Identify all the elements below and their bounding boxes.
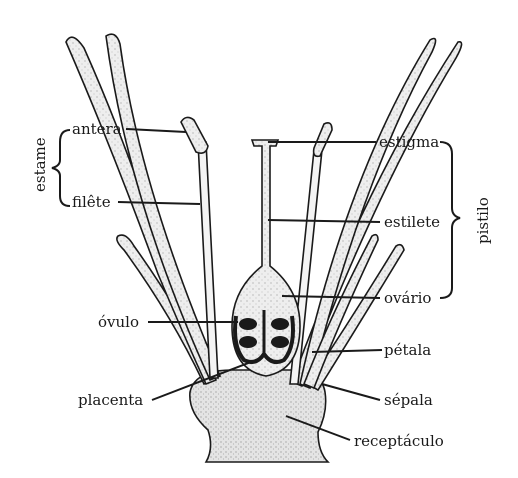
label-ovario: ovário xyxy=(384,289,431,307)
leader-filete xyxy=(118,202,200,204)
leader-sepala xyxy=(322,384,380,400)
label-sepala: sépala xyxy=(384,391,433,409)
pistilo-bracket xyxy=(440,142,460,298)
stamen-right-anther-shape xyxy=(314,123,332,156)
label-filete: filête xyxy=(72,193,111,211)
label-placenta: placenta xyxy=(78,391,143,409)
label-estame: estame xyxy=(31,137,49,192)
label-receptaculo: receptáculo xyxy=(354,432,444,450)
label-ovulo: óvulo xyxy=(98,313,139,331)
stamen-left-anther-shape xyxy=(181,117,208,153)
label-estilete: estilete xyxy=(384,213,440,231)
label-estigma: estigma xyxy=(379,133,439,151)
estame-bracket xyxy=(52,130,70,206)
label-pistilo: pistilo xyxy=(474,197,492,244)
label-petala: pétala xyxy=(384,341,431,359)
label-antera: antera xyxy=(72,120,122,138)
